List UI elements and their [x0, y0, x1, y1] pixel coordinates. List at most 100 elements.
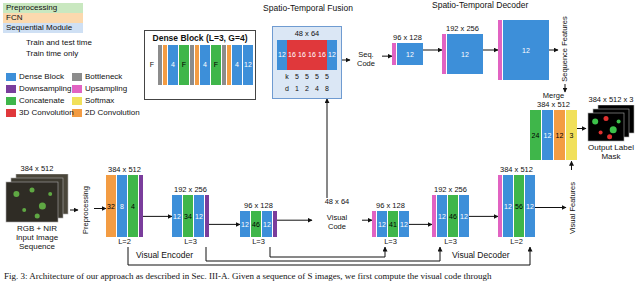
plant-spot: [13, 191, 19, 197]
plant-spot: [610, 126, 617, 133]
layer-size: 5: [325, 73, 329, 80]
layer-size: 1: [295, 85, 299, 92]
plant-spot: [39, 202, 46, 209]
line-sample: [5, 43, 23, 45]
connector: [535, 207, 566, 208]
dimension-label: 96 x 128: [372, 202, 409, 211]
legend-entry: Upsampling: [72, 84, 127, 94]
legend-band: Sequential Module: [3, 23, 83, 33]
decoder-stage: 192 x 256124612L=3: [432, 186, 469, 247]
code-cloud: 48 x 64Visual Code: [312, 198, 362, 239]
dimension-label: 192 x 256: [442, 25, 483, 34]
connector: [549, 50, 558, 51]
legend-swatch: [6, 85, 16, 93]
cloud-outline: [353, 50, 380, 74]
line-sample: [5, 54, 23, 55]
encoder-stage: 96 x 128124612L=3: [240, 202, 277, 247]
layer-bar: 16: [287, 40, 297, 70]
table-cell: k: [282, 71, 292, 82]
layer-size: 12: [438, 213, 446, 220]
panel-outline: [384, 10, 580, 86]
code-label: Visual Code: [320, 214, 355, 231]
cloud-area: Visual Code: [312, 207, 362, 239]
layer-bar: 12: [437, 195, 447, 237]
layer-bar: [139, 175, 143, 237]
image-frame: [6, 182, 58, 222]
feature-band: Visual Features: [566, 170, 580, 245]
layer-bar: 16: [317, 40, 327, 70]
layer-bar: 4: [232, 45, 242, 85]
dimension-label: 192 x 256: [172, 186, 209, 195]
panel-title: Visual Encoder: [136, 251, 193, 261]
layer-bar: 12: [554, 110, 565, 160]
decoder-stage: 384 x 512125612L=2: [498, 166, 535, 247]
block-count: L=2: [498, 238, 535, 247]
layer-size: 4: [203, 61, 207, 68]
layer-size: 24: [532, 132, 540, 139]
connector: [423, 50, 442, 51]
connector: [206, 247, 440, 261]
layer-size: 4: [235, 61, 239, 68]
layer-size: 12: [241, 221, 249, 228]
table-cell: d: [282, 83, 292, 94]
panel-title: Visual Decoder: [452, 251, 510, 261]
block-count: L=3: [172, 238, 209, 247]
layer-row: d1248: [276, 83, 338, 94]
decoder-panel: Visual Decoder 96 x 128124112L=3 192 x 256…: [340, 150, 580, 268]
layer-bar: 12: [542, 110, 553, 160]
dimension-label: 384 x 512: [530, 101, 577, 110]
input-image: 384 x 512RGB + NIRInput Image Sequence: [4, 165, 70, 251]
connector: [342, 60, 350, 61]
table-cell: 5: [312, 71, 322, 82]
layer-size: F: [150, 61, 154, 68]
panel-outline: [382, 12, 578, 88]
decoder-stage: 96 x 128124112L=3: [372, 202, 409, 247]
layer-bar: 12: [262, 211, 272, 237]
block-count: L=2: [106, 238, 143, 247]
layer-bar: 41: [388, 211, 398, 237]
connector: [565, 84, 566, 92]
image-caption: Output Label Mask: [586, 143, 636, 161]
legend-frame: [2, 68, 140, 122]
layer-size: 46: [449, 213, 457, 220]
plant-spot: [604, 116, 609, 121]
legend-text: Sequential Module: [6, 23, 72, 33]
layer-bar: [227, 45, 231, 85]
layer-bar: 4: [200, 45, 210, 85]
layer-size: 16: [308, 51, 316, 58]
legend-entry: 2D Convolution: [72, 108, 140, 118]
legend-entry: Downsampling: [6, 84, 71, 94]
layer-size: 46: [252, 221, 260, 228]
layer-bar: F: [179, 45, 189, 85]
plant-spot: [607, 134, 612, 139]
band-label: Sequence Features: [561, 16, 570, 81]
layer-size: 16: [318, 51, 326, 58]
code-label: Seq. Code: [355, 51, 377, 68]
legend-entry: Dense Block: [6, 72, 64, 82]
layer-row: 3284: [106, 175, 143, 237]
dimension-label: 192 x 256: [432, 186, 469, 195]
layer-bar: 32: [106, 175, 116, 237]
layer-bar: [372, 211, 376, 237]
legend-text: 2D Convolution: [85, 108, 140, 118]
legend-swatch: [6, 109, 16, 117]
connector: [143, 216, 172, 217]
dimension-label: 96 x 128: [240, 202, 277, 211]
layer-bar: [432, 195, 436, 237]
layer-row: 12: [392, 43, 423, 65]
connector: [270, 247, 385, 257]
layer-bar: [158, 45, 162, 85]
layer-bar: 12: [525, 175, 535, 237]
plant-spot: [599, 130, 603, 134]
layer-bar: 12: [194, 195, 204, 237]
table-cell: 5: [292, 71, 302, 82]
layer-bar: [273, 211, 277, 237]
layer-size: 4: [171, 61, 175, 68]
layer-bar: 16: [297, 40, 307, 70]
legend-text: FCN: [6, 13, 22, 23]
layer-row: 125612: [498, 175, 535, 237]
table-cell: 5: [302, 71, 312, 82]
layer-row: 124112: [372, 211, 409, 237]
connector: [469, 216, 498, 217]
dimension-label: 384 x 512: [106, 166, 143, 175]
